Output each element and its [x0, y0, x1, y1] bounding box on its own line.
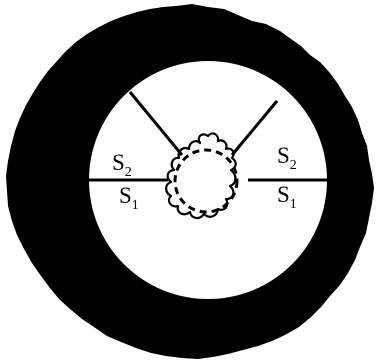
cross-section-diagram: S2 S1 S2 S1 — [0, 0, 380, 363]
diagram-canvas: S2 S1 S2 S1 — [0, 0, 380, 363]
